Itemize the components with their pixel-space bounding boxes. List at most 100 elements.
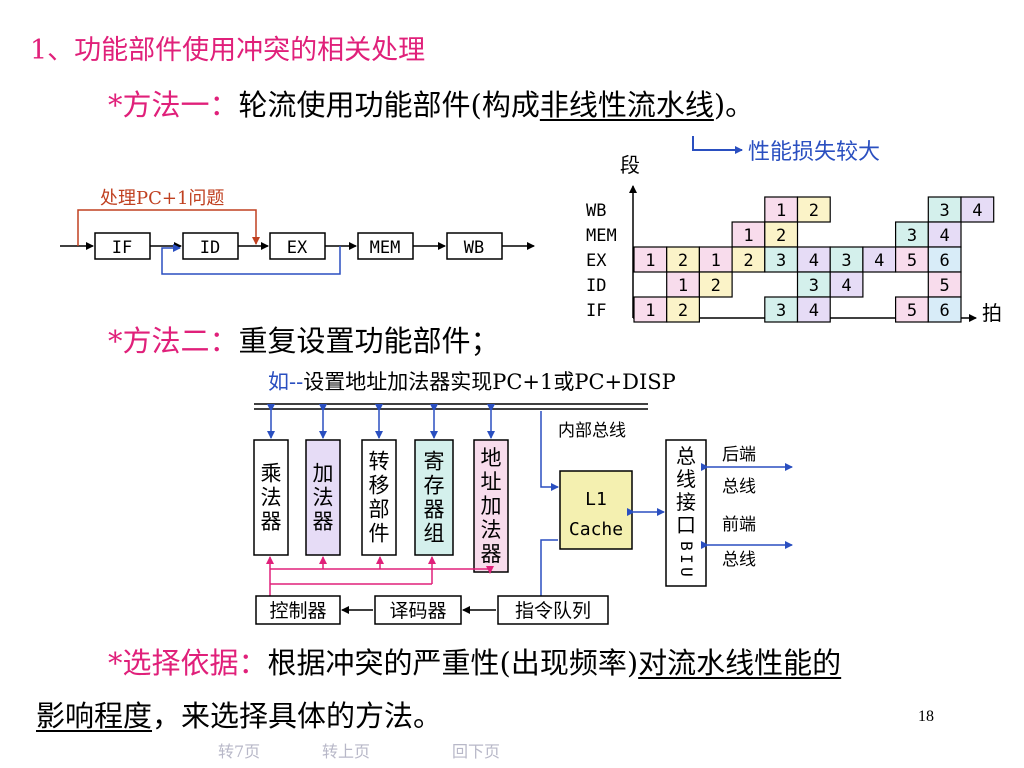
unit-label-char: 部 <box>369 498 390 522</box>
unit-label-char: 转 <box>369 450 390 474</box>
unit-label-char: 器 <box>313 510 334 534</box>
stage-box-wb <box>446 232 503 260</box>
unit-label-char: 法 <box>481 518 502 542</box>
unit-box <box>253 439 289 556</box>
stage-id: ID <box>200 238 220 258</box>
backend-label-1: 后端 <box>722 445 756 465</box>
table-cell <box>960 196 995 223</box>
table-cell <box>764 246 799 273</box>
nav-goto-7[interactable]: 转7页 <box>218 742 261 761</box>
table-cell-value: 2 <box>678 301 688 321</box>
table-cell-value: 1 <box>645 301 655 321</box>
example-caption: 如--设置地址加法器实现PC+1或PC+DISP <box>268 366 676 396</box>
table-cell <box>927 271 962 298</box>
table-cell <box>666 296 701 323</box>
table-cell <box>698 271 733 298</box>
method1-label: 方法一： <box>122 88 239 122</box>
callout-text: 性能损失较大 <box>748 140 880 165</box>
table-cell-value: 1 <box>711 251 721 271</box>
table-cell-value: 2 <box>678 251 688 271</box>
unit-label-char: 器 <box>261 510 282 534</box>
table-cell-value: 3 <box>776 251 786 271</box>
table-cell-value: 6 <box>940 251 950 271</box>
stage-ex: EX <box>287 238 308 258</box>
slide-title: 1、功能部件使用冲突的相关处理 <box>30 35 426 66</box>
bus-to-cache-arrow <box>540 411 559 491</box>
method2-bullet: * <box>108 324 123 358</box>
table-cell-value: 2 <box>809 201 819 221</box>
x-axis-label: 拍 <box>982 301 1002 325</box>
table-cell <box>862 246 897 273</box>
biu-box <box>665 439 707 587</box>
unit-bus-arrows <box>267 404 495 439</box>
table-cell <box>633 296 668 323</box>
table-cell <box>764 296 799 323</box>
controller-label: 控制器 <box>269 600 326 622</box>
method3-label: 选择依据： <box>122 646 268 680</box>
unit-label-char: 加 <box>313 462 334 486</box>
table-cell-value: 4 <box>809 301 819 321</box>
method1-underlined: 非线性流水线 <box>539 88 714 122</box>
method3-underlined: 对流水线性能的 <box>638 646 842 680</box>
table-cell-value: 4 <box>874 251 884 271</box>
stage-box-if <box>94 232 151 260</box>
feedback-arrow-bottom <box>161 244 341 275</box>
feedback-label: 处理PC+1问题 <box>100 188 224 209</box>
instruction-queue-box <box>497 595 609 625</box>
cache-label-1: L1 <box>585 489 607 510</box>
table-cell <box>927 196 962 223</box>
nav-prev-page[interactable]: 转上页 <box>322 742 371 761</box>
table-cell-value: 2 <box>743 251 753 271</box>
method3-text: 根据冲突的严重性(出现频率) <box>267 646 639 680</box>
table-cell-value: 1 <box>776 201 786 221</box>
frontend-label-2: 总线 <box>722 550 756 570</box>
unit-label-char: 件 <box>369 522 390 546</box>
biu-char: 总 <box>676 444 696 468</box>
decoder-label: 译码器 <box>389 600 446 622</box>
biu-char: 口 <box>676 513 696 537</box>
table-cell <box>764 196 799 223</box>
table-cell-value: 1 <box>678 276 688 296</box>
table-cell-value: 3 <box>940 201 950 221</box>
unit-label-char: 存 <box>424 474 445 498</box>
table-cell-value: 3 <box>776 301 786 321</box>
table-cell-value: 4 <box>809 251 819 271</box>
method1-line: *方法一：轮流使用功能部件(构成非线性流水线)。 <box>108 82 754 124</box>
backend-label-2: 总线 <box>722 477 756 497</box>
feedback-arrow-top <box>77 209 260 246</box>
stage-if: IF <box>112 238 132 258</box>
table-cell <box>796 246 831 273</box>
method3-line2-text: ，来选择具体的方法。 <box>152 699 443 733</box>
table-cell-value: 1 <box>743 226 753 246</box>
method2-line: *方法二：重复设置功能部件； <box>108 318 500 360</box>
unit-label-char: 法 <box>261 486 282 510</box>
stage-box-mem <box>357 232 414 260</box>
table-cell-value: 5 <box>907 251 917 271</box>
table-cell <box>796 196 831 223</box>
unit-box <box>305 439 341 556</box>
table-cell-value: 5 <box>907 301 917 321</box>
table-cell-value: 2 <box>711 276 721 296</box>
unit-label-char: 器 <box>481 542 502 566</box>
table-cell-value: 4 <box>940 226 950 246</box>
unit-box <box>361 439 397 556</box>
stage-box-id <box>182 232 239 260</box>
biu-char: 接 <box>676 490 696 514</box>
table-cell-value: 3 <box>907 226 917 246</box>
table-cell <box>927 296 962 323</box>
cache-label-2: Cache <box>569 519 623 540</box>
cache-to-queue-line <box>520 539 558 601</box>
stage-row-label: WB <box>586 201 606 221</box>
page-number: 18 <box>918 708 934 725</box>
unit-box <box>414 439 454 556</box>
y-axis-label: 段 <box>620 153 640 177</box>
nav-next-page[interactable]: 回下页 <box>452 742 501 761</box>
table-cell-value: 2 <box>776 226 786 246</box>
table-cell-value: 1 <box>645 251 655 271</box>
example-text: 设置地址加法器实现PC+1或PC+DISP <box>303 370 676 394</box>
